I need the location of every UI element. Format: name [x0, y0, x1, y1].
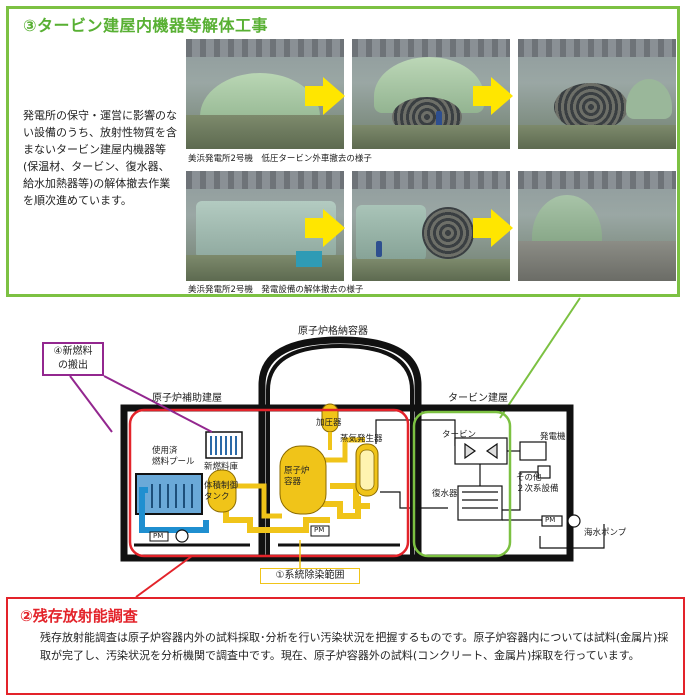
steam-generator-label: 蒸気発生器	[340, 434, 383, 444]
photo-lp-turbine-1	[186, 39, 344, 149]
primary-system	[207, 403, 379, 537]
seawater-pump-label: 海水ポンプ	[584, 528, 627, 538]
residual-callout	[135, 555, 193, 598]
photo-lp-turbine-2	[352, 39, 510, 149]
turbine-building-label: タービン建屋	[448, 393, 508, 404]
pressurizer-label: 加圧器	[316, 418, 342, 428]
photo-lp-turbine-3	[518, 39, 676, 149]
building-outlines	[120, 336, 574, 562]
turbine-highlight-box	[412, 410, 512, 558]
pool-cooling-pipe	[139, 487, 209, 533]
section2-body: 残存放射能調査は原子炉容器内外の試料採取･分析を行い汚染状況を把握するものです。…	[40, 631, 669, 662]
section2-title: ②残存放射能調査	[20, 607, 138, 625]
other-secondary-label: その他 ２次系設備	[516, 473, 559, 494]
spent-fuel-pool	[135, 473, 203, 515]
residual-radioactivity-section: ②残存放射能調査 残存放射能調査は原子炉容器内外の試料採取･分析を行い汚染状況を…	[6, 597, 685, 695]
primary-pump-label: PM	[314, 526, 325, 534]
condenser-label: 復水器	[432, 489, 458, 499]
aux-highlight-box	[128, 408, 410, 558]
spent-fuel-pool-label: 使用済 燃料プール	[152, 446, 195, 467]
pool-pump-label: PM	[153, 532, 164, 540]
aux-building-label: 原子炉補助建屋	[152, 393, 222, 404]
section3-description: 発電所の保守・運営に影響のない設備のうち、放射性物質を含まないタービン建屋内機器…	[23, 109, 177, 207]
caption-row1: 美浜発電所2号機 低圧タービン外車撤去の様子	[188, 154, 372, 164]
photo-generator-3	[518, 171, 676, 281]
reactor-vessel-label: 原子炉 容器	[284, 466, 310, 487]
section3-title: ③タービン建屋内機器等解体工事	[23, 16, 269, 35]
new-fuel-storage	[205, 431, 243, 459]
volume-control-tank-label: 体積制御 タンク	[204, 481, 239, 502]
new-fuel-storage-label: 新燃料庫	[204, 462, 239, 472]
generator-label: 発電機	[540, 432, 566, 442]
turbine-dismantling-section: ③タービン建屋内機器等解体工事 発電所の保守・運営に影響のない設備のうち、放射性…	[6, 6, 680, 297]
new-fuel-transport-box: ④新燃料 の搬出	[42, 342, 104, 376]
decon-scope-box: ①系統除染範囲	[260, 568, 360, 584]
containment-label: 原子炉格納容器	[298, 326, 368, 337]
caption-row2: 美浜発電所2号機 発電設備の解体撤去の様子	[188, 285, 364, 295]
seawater-pm-label: PM	[545, 516, 556, 524]
section3-connector	[499, 297, 581, 419]
containment-dome	[266, 343, 414, 558]
turbine-label: タービン	[442, 430, 477, 440]
new-fuel-callout	[69, 375, 213, 433]
